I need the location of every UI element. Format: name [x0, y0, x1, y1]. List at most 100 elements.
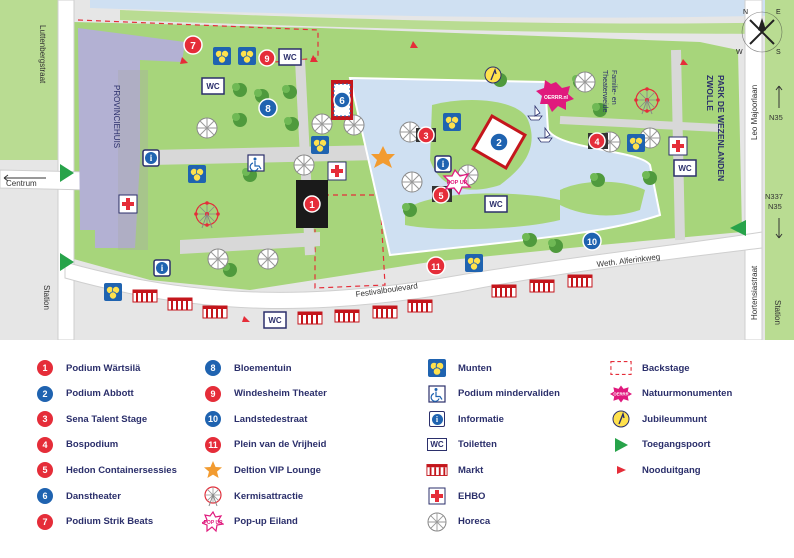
legend-item: Toegangspoort — [610, 435, 710, 455]
legend-item-label: Informatie — [458, 413, 504, 425]
entry-gate-icon — [60, 164, 74, 182]
first-aid-icon — [118, 194, 138, 214]
svg-text:E: E — [776, 9, 781, 16]
marker-3: 3 — [416, 126, 436, 144]
legend-item: Deltion VIP Lounge — [202, 460, 321, 480]
legend-marker-9: 9 — [205, 385, 221, 402]
info-icon: i — [434, 155, 452, 173]
emergency-exit-icon — [310, 55, 318, 62]
legend-item-label: Horeca — [458, 516, 491, 528]
wheelchair-icon — [247, 154, 265, 172]
svg-text:WC: WC — [678, 164, 692, 173]
coins-icon — [212, 46, 232, 66]
first-aid-icon — [426, 486, 448, 506]
legend-item-label: Toiletten — [458, 439, 497, 451]
wc-icon: WC — [426, 435, 448, 455]
jubilee-icon — [610, 409, 632, 429]
legend-item: WC Toiletten — [426, 435, 497, 455]
legend-item-label: Toegangspoort — [642, 439, 711, 451]
legend-item-label: Kermisattractie — [234, 490, 304, 502]
svg-text:WC: WC — [206, 82, 220, 91]
legend-item-label: Jubileummunt — [642, 413, 707, 425]
wheelchair-icon — [426, 384, 448, 404]
wc-icon: WC — [263, 311, 287, 329]
legend-item: 4 Bospodium — [34, 435, 118, 455]
wc-icon: WC — [484, 195, 508, 213]
marker-9: 9 — [258, 49, 276, 67]
legend-item-label: Deltion VIP Lounge — [234, 464, 321, 476]
legend-number-badge: 7 — [34, 512, 56, 532]
svg-text:S: S — [776, 49, 781, 56]
svg-text:11: 11 — [431, 262, 441, 272]
legend-item: Horeca — [426, 512, 490, 532]
legend-marker-1: 1 — [37, 360, 53, 376]
area-label-theaterweide: Theaterweide — [601, 70, 608, 113]
ferris-wheel-icon — [202, 486, 224, 507]
legend-item-label: Podium Strik Beats — [66, 516, 154, 528]
legend-number-badge: 10 — [202, 409, 224, 429]
red-triangle-icon — [610, 460, 632, 480]
info-icon: i — [142, 149, 160, 167]
legend-item-label: Bospodium — [66, 439, 119, 451]
road-label-n35-bottom: N35 — [768, 202, 782, 211]
legend-number-badge: 11 — [202, 435, 224, 455]
legend-item: Backstage — [610, 358, 690, 378]
svg-text:POP UP: POP UP — [204, 520, 223, 526]
street-label-station-right: Station — [773, 300, 782, 325]
legend-number-badge: 3 — [34, 409, 56, 429]
marker-1: 1 — [296, 180, 328, 228]
legend-marker-6: 6 — [37, 488, 53, 504]
legend-number-badge: 4 — [34, 435, 56, 455]
legend-number-badge: 2 — [34, 384, 56, 404]
legend-item-label: EHBO — [458, 490, 486, 502]
legend-item: Munten — [426, 358, 492, 378]
legend-marker-10: 10 — [205, 411, 221, 428]
popup-island-icon: POP UP — [202, 510, 224, 532]
legend-item: Nooduitgang — [610, 460, 701, 480]
marker-5: 5 — [432, 186, 452, 204]
legend-number-badge: 5 — [34, 460, 56, 480]
legend-marker-3: 3 — [37, 411, 53, 428]
oerrr-icon: OERRR.nl — [536, 80, 574, 112]
info-icon: i — [153, 259, 171, 277]
svg-text:i: i — [442, 159, 445, 169]
legend-marker-2: 2 — [37, 385, 53, 402]
legend-number-badge: 1 — [34, 358, 56, 378]
river — [90, 0, 794, 18]
coins-icon — [626, 133, 646, 153]
emergency-exit-icon — [410, 41, 418, 48]
legend-item: 7 Podium Strik Beats — [34, 512, 153, 532]
legend-marker-7: 7 — [37, 513, 53, 530]
street-label-centrum: Centrum — [6, 179, 37, 188]
green-triangle-icon — [610, 435, 632, 455]
svg-text:WC: WC — [268, 316, 282, 325]
road-label-n35-top: N35 — [769, 113, 783, 122]
star-icon — [202, 460, 224, 480]
legend-item-label: Danstheater — [66, 490, 121, 502]
legend-item: Kermisattractie — [202, 486, 304, 507]
street-label-luttenbergstraat: Luttenbergstraat — [38, 25, 47, 84]
oerrr-icon: OERRR — [610, 384, 632, 404]
legend-marker-11: 11 — [205, 436, 221, 453]
umbrella-icon — [426, 512, 448, 532]
legend-item-label: Hedon Containersessies — [66, 464, 177, 476]
festival-map: WC WC WC WC WC i i i 7 9 8 6 1 3 2 5 4 1… — [0, 0, 794, 340]
legend-item-label: Bloementuin — [234, 362, 292, 374]
svg-text:9: 9 — [264, 54, 269, 64]
building-label-provinciehuis: PROVINCIEHUIS — [112, 85, 121, 148]
legend-item: EHBO — [426, 486, 485, 506]
legend-item-label: Munten — [458, 362, 492, 374]
popup-island-icon: POP UP — [442, 168, 472, 196]
svg-text:WC: WC — [489, 200, 503, 209]
legend-number-badge: 6 — [34, 486, 56, 506]
svg-text:OERRR: OERRR — [613, 391, 628, 396]
legend-item-label: Backstage — [642, 362, 690, 374]
svg-text:2: 2 — [496, 138, 502, 149]
entry-gate-icon — [60, 253, 74, 271]
svg-text:POP UP: POP UP — [447, 180, 468, 186]
